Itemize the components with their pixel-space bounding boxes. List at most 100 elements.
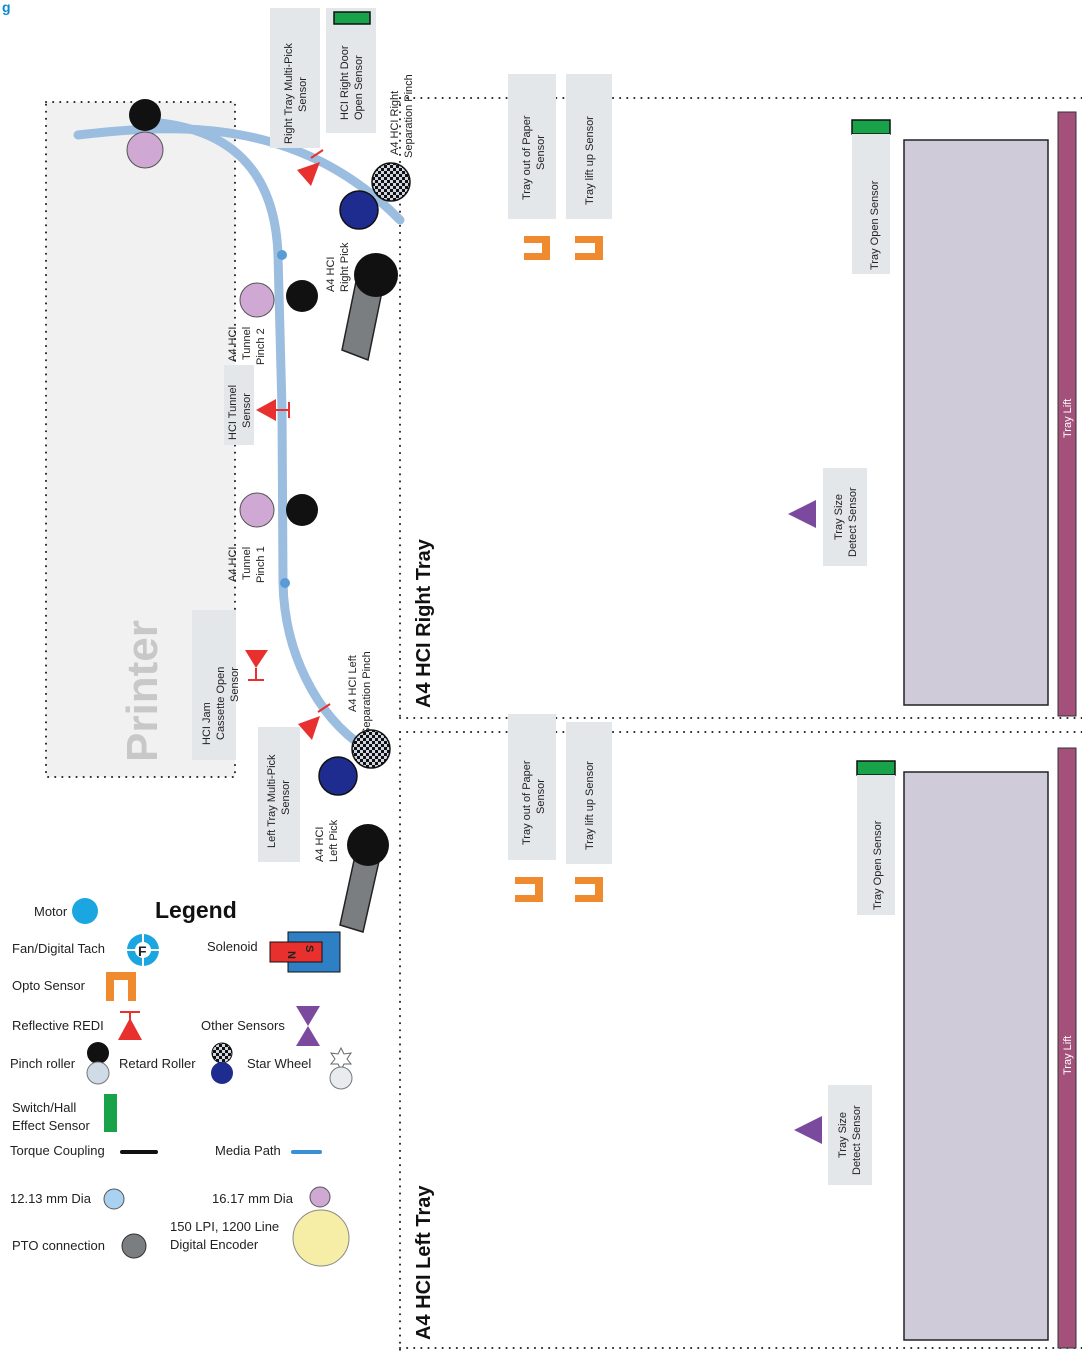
left-tray-size-box: [828, 1085, 872, 1185]
left-out-of-paper-box: [508, 714, 556, 860]
left-lift-up-label: Tray lift up Sensor: [584, 761, 596, 850]
legend-pto-label: PTO connection: [12, 1238, 105, 1253]
right-door-switch-icon: [333, 11, 371, 25]
left-lift-up-box: [566, 722, 612, 864]
solenoid-plunger: [269, 941, 323, 963]
encoder-icon: [292, 1209, 350, 1267]
right-lift-up-label: Tray lift up Sensor: [584, 116, 596, 205]
legend-switch-label-2: Effect Sensor: [12, 1118, 90, 1133]
right-tray-lift-bar: [1057, 111, 1077, 717]
motor-icon: [72, 898, 98, 924]
opto-icon: [106, 972, 136, 1001]
jam-sensor-box: [192, 610, 236, 760]
left-tray-open-box: [857, 775, 895, 915]
tunnel-pinch1-label-1: A4 HCI: [227, 547, 239, 582]
tunnel-pinch2-label-2: Tunnel: [241, 327, 253, 360]
pto-icon: [121, 1233, 147, 1259]
left-sep-pinch-label-1: A4 HCI Left: [347, 655, 359, 712]
right-door-label-2: Open Sensor: [353, 55, 365, 120]
right-tray-size-label-2: Detect Sensor: [847, 487, 859, 557]
right-tray-body: [903, 139, 1049, 706]
right-out-of-paper-opto-icon: [524, 236, 550, 260]
left-tray-size-label-1: Tray Size: [837, 1112, 849, 1158]
fan-icon-center: [135, 942, 151, 958]
retard-roller-icon-lower: [211, 1062, 233, 1084]
left-sep-pinch-label-2: Separation Pinch: [361, 651, 373, 735]
dia12-icon: [103, 1188, 125, 1210]
tunnel-pinch1-label-3: Pinch 1: [255, 546, 267, 583]
media-path-tunnel: [145, 117, 370, 753]
legend-pinch-label: Pinch roller: [10, 1056, 76, 1071]
right-out-of-paper-box: [508, 74, 556, 219]
reflective-icon: [118, 1018, 142, 1040]
path-node: [277, 250, 287, 260]
solenoid-n: N: [285, 951, 297, 959]
legend-other-sensors-label: Other Sensors: [201, 1018, 285, 1033]
left-pick-hub: [347, 824, 389, 866]
legend-switch-label-1: Switch/Hall: [12, 1100, 76, 1115]
tunnel-sensor-label-1: HCI Tunnel: [227, 385, 239, 440]
left-out-of-paper-label-1: Tray out of Paper: [521, 760, 533, 845]
pink-roller-top: [126, 131, 164, 169]
legend-dia16-label: 16.17 mm Dia: [212, 1191, 294, 1206]
left-tray-open-switch-icon: [856, 760, 896, 776]
other-sensor-icon-top: [296, 1006, 320, 1026]
left-pick-label-2: Left Pick: [328, 819, 340, 862]
legend-fan-label: Fan/Digital Tach: [12, 941, 105, 956]
right-tray-size-label-1: Tray Size: [833, 494, 845, 540]
right-tray-open-box: [852, 134, 890, 274]
right-multi-pick-sensor-icon: [297, 162, 320, 186]
tunnel-pinch2-label-3: Pinch 2: [255, 328, 267, 365]
legend-star-label: Star Wheel: [247, 1056, 311, 1071]
right-multi-pick-box: [270, 8, 320, 148]
other-sensor-icon-bottom: [296, 1026, 320, 1046]
left-pick-label-1: A4 HCI: [314, 827, 326, 862]
jam-sensor-icon: [245, 650, 268, 668]
fan-icon-letter: F: [138, 943, 147, 959]
solenoid-s: S: [303, 945, 315, 952]
right-out-of-paper-label-2: Sensor: [535, 135, 547, 170]
right-sep-pinch-label-1: A4 HCI Right: [389, 91, 401, 155]
left-multi-pick-label-1: Left Tray Multi-Pick: [266, 754, 278, 848]
right-lift-up-opto-icon: [575, 236, 603, 260]
legend-reflective-label: Reflective REDI: [12, 1018, 104, 1033]
right-pick-label-2: Right Pick: [339, 242, 351, 292]
legend-title: Legend: [155, 897, 237, 923]
legend-opto-label: Opto Sensor: [12, 978, 86, 993]
right-pick-label-1: A4 HCI: [325, 257, 337, 292]
dia16-icon: [309, 1186, 331, 1208]
jam-sensor-label-2: Cassette Open: [215, 667, 227, 740]
path-node: [280, 578, 290, 588]
jam-sensor-label-3: Sensor: [229, 667, 241, 702]
left-multi-pick-box: [258, 727, 300, 862]
left-out-of-paper-label-2: Sensor: [535, 779, 547, 814]
right-tray-title: A4 HCI Right Tray: [413, 538, 435, 708]
star-wheel-icon-lower: [329, 1066, 353, 1090]
pinch-roller-icon: [87, 1042, 109, 1064]
legend-dia12-label: 12.13 mm Dia: [10, 1191, 92, 1206]
right-tray-open-label: Tray Open Sensor: [869, 180, 881, 270]
legend-solenoid-label: Solenoid: [207, 939, 258, 954]
right-tray-size-sensor-icon: [788, 500, 816, 528]
left-tray-size-sensor-icon: [794, 1116, 822, 1144]
left-tray-lift-label: Tray Lift: [1062, 1036, 1074, 1075]
pinch-roller-icon-lower: [86, 1061, 110, 1085]
legend-retard-label: Retard Roller: [119, 1056, 196, 1071]
right-tray-size-box: [823, 468, 867, 566]
right-sep-pinch-label-2: Separation Pinch: [403, 74, 415, 158]
right-tray-lift-label: Tray Lift: [1062, 399, 1074, 438]
retard-roller-icon: [211, 1042, 233, 1064]
right-door-label-1: HCI Right Door: [339, 45, 351, 120]
left-tray-open-label: Tray Open Sensor: [872, 820, 884, 910]
tunnel-pinch1-label-2: Tunnel: [241, 547, 253, 580]
printer-label: Printer: [118, 620, 167, 762]
switch-icon: [104, 1094, 117, 1132]
left-tray-size-label-2: Detect Sensor: [851, 1105, 863, 1175]
tunnel-sensor-icon: [256, 399, 276, 421]
legend-motor-label: Motor: [34, 904, 68, 919]
media-path-top: [73, 124, 405, 225]
left-out-of-paper-opto-icon: [515, 877, 543, 902]
left-tray-title: A4 HCI Left Tray: [413, 1185, 435, 1340]
left-pick-roller: [318, 756, 358, 796]
